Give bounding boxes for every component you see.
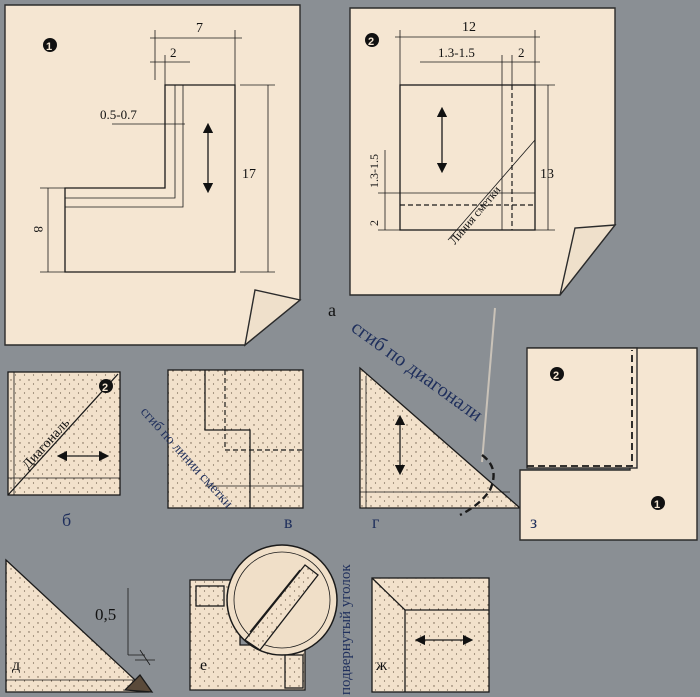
panel-zh (371, 577, 490, 693)
p1-dim-height: 17 (242, 167, 256, 182)
panel-g (359, 307, 522, 517)
panel-label-a: а (328, 300, 336, 320)
tucked-corner-label: подвернутый уголок (338, 564, 354, 695)
panel-label-z: з (530, 512, 537, 532)
part-1-marker (43, 38, 57, 52)
offset-line-1 (65, 85, 176, 199)
p1-dim-small: 2 (170, 45, 177, 60)
p2-dim-mid: 1.3-1.5 (438, 45, 475, 60)
panel-b (7, 371, 121, 496)
panel-label-b: б (62, 510, 71, 530)
basting-diagonal (447, 139, 536, 241)
p2-dim-height: 13 (540, 167, 554, 182)
panel-z-part-two: 2 (553, 370, 559, 382)
panel-e (189, 544, 338, 691)
panel-label-e: е (200, 657, 207, 674)
p1-dim-left: 8 (31, 226, 46, 233)
part-1-number: 1 (46, 41, 52, 53)
p2-dim-small: 2 (518, 45, 525, 60)
p2-dim-side: 1.3-1.5 (367, 154, 381, 188)
half-cm-label: 0,5 (95, 605, 116, 624)
panel-label-g: г (372, 512, 379, 532)
panel-d (5, 558, 155, 693)
panel-v (167, 369, 304, 509)
p2-dim-top: 12 (462, 20, 476, 35)
part-2-marker (365, 33, 379, 47)
sheet-1-curl (243, 289, 302, 347)
p1-dim-offset: 0.5-0.7 (100, 107, 137, 122)
panel-b-part-number: 2 (102, 382, 108, 394)
sheet-2-curl (559, 224, 617, 296)
part-2-number: 2 (368, 36, 374, 48)
panel-label-d: д (12, 657, 20, 674)
p1-dim-top: 7 (196, 21, 203, 36)
pattern-sheet-2 (349, 7, 617, 296)
offset-line-2 (65, 85, 184, 208)
square-outline (399, 84, 536, 231)
pattern-sheet-1 (4, 4, 302, 347)
panel-z-part-one: 1 (654, 499, 660, 511)
p2-dim-bottom: 2 (367, 220, 381, 226)
panel-label-v: в (284, 512, 293, 532)
panel-label-zh: ж (375, 657, 388, 674)
panel-z (519, 347, 698, 541)
